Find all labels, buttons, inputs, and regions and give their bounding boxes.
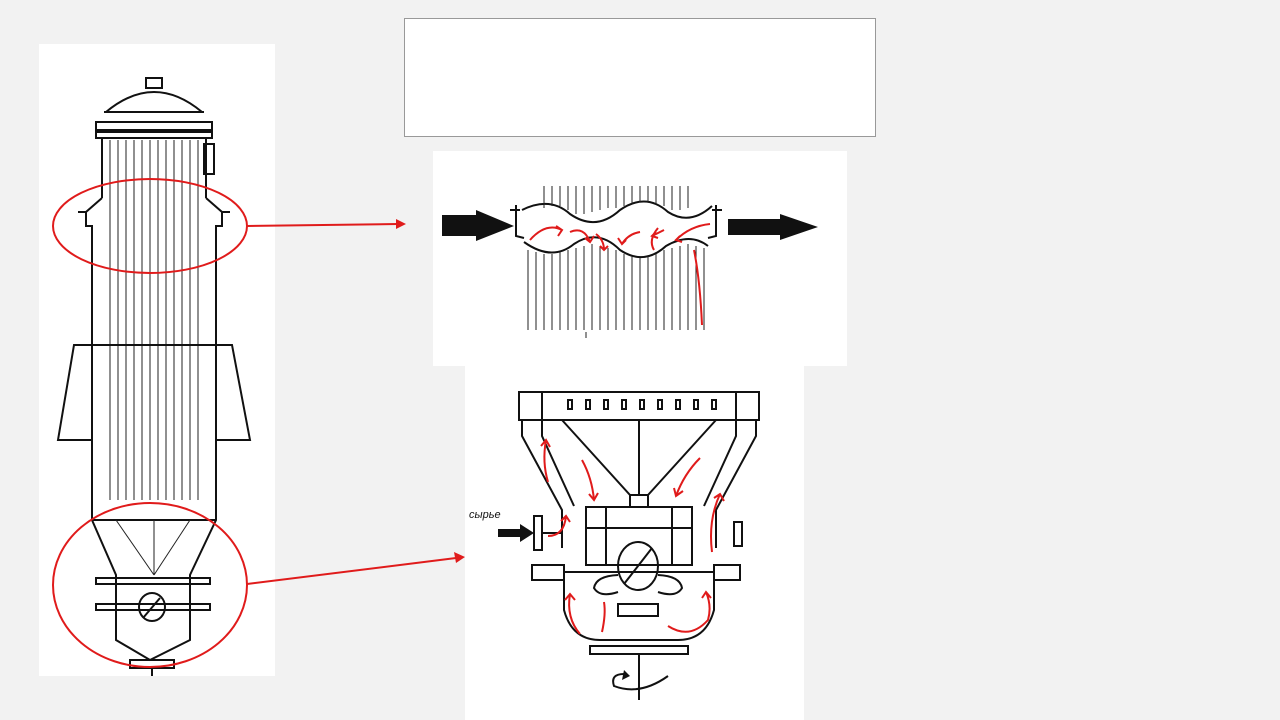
top-connector-arrow bbox=[246, 219, 406, 229]
top-detail-drawing bbox=[442, 186, 818, 338]
top-flow-arrows bbox=[529, 223, 711, 326]
impeller-icon bbox=[617, 541, 659, 591]
bottom-flow-arrows bbox=[540, 438, 725, 635]
feed-label: сырье bbox=[469, 509, 501, 521]
reactor-vessel bbox=[56, 77, 252, 676]
tube-bundle bbox=[109, 140, 199, 500]
title-text-box[interactable] bbox=[404, 18, 876, 137]
bottom-connector-arrow bbox=[246, 552, 465, 585]
outlet-arrow-icon bbox=[728, 214, 818, 240]
feed-arrow-icon bbox=[498, 524, 534, 542]
bottom-zone-highlight bbox=[52, 502, 248, 668]
rotation-icon bbox=[612, 673, 669, 691]
bottom-detail-drawing bbox=[498, 391, 760, 700]
inlet-arrow-icon bbox=[442, 210, 514, 241]
